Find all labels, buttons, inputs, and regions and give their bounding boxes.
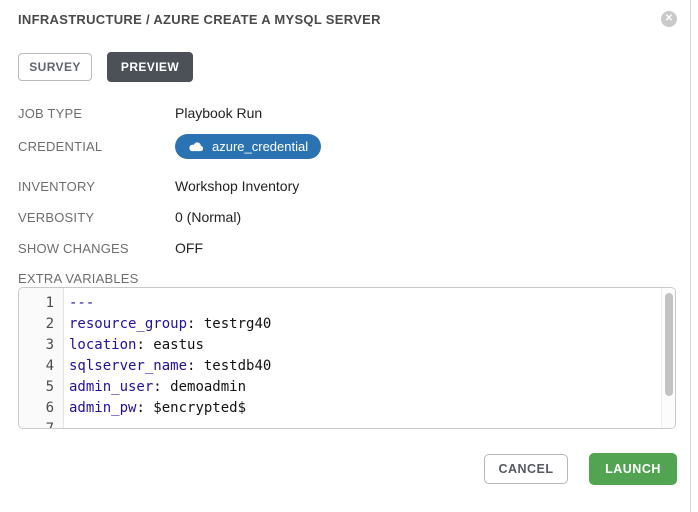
yaml-key: resource_group bbox=[69, 316, 188, 332]
code-line: 6 admin_pw: $encrypted$ bbox=[19, 398, 661, 419]
cancel-button[interactable]: CANCEL bbox=[484, 454, 568, 484]
detail-row-inventory: INVENTORY Workshop Inventory bbox=[18, 178, 299, 194]
line-number: 7 bbox=[45, 421, 54, 429]
inventory-label: INVENTORY bbox=[18, 179, 96, 194]
tab-preview-label: PREVIEW bbox=[120, 60, 180, 74]
yaml-separator: : bbox=[136, 337, 154, 353]
line-number: 1 bbox=[45, 295, 54, 311]
yaml-value: demoadmin bbox=[170, 379, 247, 395]
credential-label: CREDENTIAL bbox=[18, 139, 103, 154]
tab-survey-label: SURVEY bbox=[29, 60, 81, 74]
show-changes-value: OFF bbox=[175, 240, 203, 256]
editor-scrollbar-thumb[interactable] bbox=[665, 293, 673, 396]
code-line: 5 admin_user: demoadmin bbox=[19, 377, 661, 398]
extra-variables-editor[interactable]: 1 --- 2 resource_group: testrg40 3 locat… bbox=[18, 287, 676, 429]
code-line: 4 sqlserver_name: testdb40 bbox=[19, 356, 661, 377]
yaml-key: location bbox=[69, 337, 137, 353]
extra-variables-label: EXTRA VARIABLES bbox=[18, 271, 139, 286]
detail-row-show-changes: SHOW CHANGES OFF bbox=[18, 240, 203, 256]
yaml-separator: : bbox=[187, 316, 204, 332]
show-changes-label: SHOW CHANGES bbox=[18, 241, 129, 256]
verbosity-label: VERBOSITY bbox=[18, 210, 95, 225]
launch-button[interactable]: LAUNCH bbox=[589, 453, 677, 485]
yaml-separator: : bbox=[136, 400, 154, 416]
code-line: 2 resource_group: testrg40 bbox=[19, 314, 661, 335]
yaml-value: eastus bbox=[153, 337, 204, 353]
cloud-icon bbox=[188, 141, 204, 152]
credential-badge[interactable]: azure_credential bbox=[175, 134, 322, 159]
line-number: 4 bbox=[45, 358, 54, 374]
yaml-key: sqlserver_name bbox=[69, 358, 188, 374]
page-title: INFRASTRUCTURE / AZURE CREATE A MYSQL SE… bbox=[18, 12, 381, 27]
yaml-separator: : bbox=[153, 379, 171, 395]
yaml-value: testdb40 bbox=[203, 358, 272, 374]
line-number: 3 bbox=[45, 337, 54, 353]
close-icon[interactable]: ✕ bbox=[661, 11, 677, 27]
line-number: 5 bbox=[45, 379, 54, 395]
detail-row-credential: CREDENTIAL azure_credential bbox=[18, 134, 322, 159]
line-number: 6 bbox=[45, 400, 54, 416]
line-number: 2 bbox=[45, 316, 54, 332]
yaml-key: --- bbox=[69, 295, 95, 311]
yaml-separator: : bbox=[187, 358, 204, 374]
credential-value: azure_credential bbox=[212, 139, 309, 154]
job-type-label: JOB TYPE bbox=[18, 106, 83, 121]
editor-gutter bbox=[19, 288, 64, 428]
code-line: 1 --- bbox=[19, 293, 661, 314]
detail-row-job-type: JOB TYPE Playbook Run bbox=[18, 105, 262, 121]
editor-lines: 1 --- 2 resource_group: testrg40 3 locat… bbox=[19, 293, 661, 429]
tab-survey[interactable]: SURVEY bbox=[18, 53, 92, 81]
yaml-value: $encrypted$ bbox=[153, 400, 247, 416]
cancel-button-label: CANCEL bbox=[498, 462, 554, 476]
code-line: 3 location: eastus bbox=[19, 335, 661, 356]
detail-row-verbosity: VERBOSITY 0 (Normal) bbox=[18, 209, 241, 225]
close-glyph: ✕ bbox=[664, 13, 674, 24]
launch-button-label: LAUNCH bbox=[605, 462, 661, 476]
editor-scrollbar-track[interactable] bbox=[661, 288, 675, 428]
job-type-value: Playbook Run bbox=[175, 105, 263, 121]
code-line: 7 bbox=[19, 419, 661, 429]
yaml-key: admin_pw bbox=[69, 400, 137, 416]
inventory-value: Workshop Inventory bbox=[175, 178, 300, 194]
yaml-key: admin_user bbox=[69, 379, 154, 395]
verbosity-value: 0 (Normal) bbox=[175, 209, 242, 225]
tab-preview[interactable]: PREVIEW bbox=[107, 52, 193, 82]
yaml-value: testrg40 bbox=[203, 316, 272, 332]
